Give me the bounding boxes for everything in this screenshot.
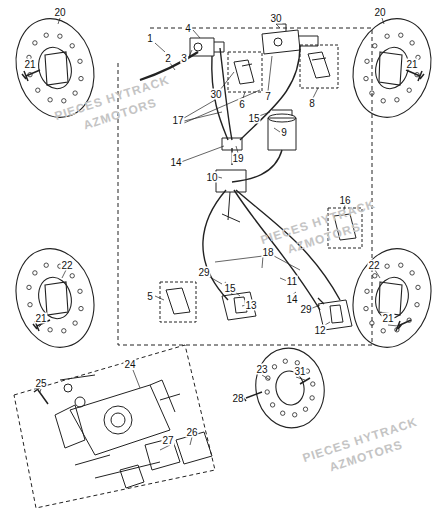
callout-number: 30 <box>209 89 222 100</box>
callout-number: 18 <box>261 247 274 258</box>
disc-hole <box>33 271 37 275</box>
disc-hole <box>311 382 315 386</box>
disc-hole <box>58 34 62 38</box>
disc-hole <box>399 263 403 267</box>
disc-hole <box>27 285 31 289</box>
callout-number: 21 <box>23 59 36 70</box>
disc-hole <box>73 321 77 325</box>
disc-hole <box>416 285 420 289</box>
callout-number: 22 <box>60 260 73 271</box>
disc-hole <box>73 91 77 95</box>
disc-hole <box>281 411 285 415</box>
callout-number: 14 <box>169 157 182 168</box>
callout-number: 19 <box>231 153 244 164</box>
disc-hole <box>410 271 414 275</box>
callout-number: 3 <box>180 53 188 64</box>
callout-number: 11 <box>286 276 298 287</box>
disc-hole <box>79 76 83 80</box>
disc-hole <box>381 329 385 333</box>
disc-hole <box>370 321 374 325</box>
disc-hole <box>295 361 299 365</box>
disc-hole <box>33 41 37 45</box>
callout-number: 21 <box>381 313 394 324</box>
callout-number: 6 <box>238 99 246 110</box>
callout-number: 21 <box>405 59 418 70</box>
callout-number: 12 <box>313 325 326 336</box>
disc-hole <box>62 99 66 103</box>
disc-hole <box>36 88 40 92</box>
disc-hole <box>70 44 74 48</box>
callout-number: 15 <box>247 113 260 124</box>
disc-hole <box>410 41 414 45</box>
disc-hole <box>78 59 82 63</box>
disc-hole <box>373 274 377 278</box>
callout-number: 25 <box>34 378 47 389</box>
callout-number: 31 <box>293 366 306 377</box>
callout-number: 5 <box>146 291 154 302</box>
callout-number: 27 <box>161 435 174 446</box>
disc-hole <box>293 413 297 417</box>
callout-number: 4 <box>184 23 192 34</box>
callout-number: 29 <box>197 267 210 278</box>
callout-number: 1 <box>146 33 154 44</box>
disc-hole <box>407 88 411 92</box>
callout-number: 30 <box>269 13 282 24</box>
callout-number: 29 <box>299 304 312 315</box>
callout-number: 14 <box>285 294 298 305</box>
callout-number: 22 <box>367 260 380 271</box>
disc-hole <box>28 303 32 307</box>
callout-number: 2 <box>164 53 172 64</box>
callout-number: 26 <box>185 427 198 438</box>
disc-hole <box>370 91 374 95</box>
disc-hole <box>381 99 385 103</box>
callout-number: 15 <box>223 283 236 294</box>
disc-hole <box>310 396 314 400</box>
disc-hole <box>44 263 48 267</box>
disc-hole <box>44 33 48 37</box>
callout-number: 10 <box>205 172 218 183</box>
disc-hole <box>283 359 287 363</box>
disc-hole <box>62 329 66 333</box>
disc-hole <box>270 403 274 407</box>
disc-hole <box>364 76 368 80</box>
disc-hole <box>365 59 369 63</box>
callout-number: 24 <box>123 359 136 370</box>
callout-number: 9 <box>280 127 288 138</box>
disc-hole <box>364 306 368 310</box>
disc-hole <box>373 44 377 48</box>
disc-hole <box>79 306 83 310</box>
callout-number: 23 <box>255 364 268 375</box>
disc-hole <box>265 390 269 394</box>
disc-hole <box>272 365 276 369</box>
callout-number: 17 <box>171 115 184 126</box>
disc-hole <box>385 34 389 38</box>
callout-number: 20 <box>53 7 66 18</box>
disc-hole <box>395 98 399 102</box>
disc-hole <box>78 289 82 293</box>
callout-number: 28 <box>231 393 244 404</box>
disc-hole <box>415 303 419 307</box>
callout-number: 20 <box>373 7 386 18</box>
disc-hole <box>385 264 389 268</box>
callout-number: 7 <box>264 91 272 102</box>
callout-number: 13 <box>244 300 257 311</box>
disc-hole <box>70 274 74 278</box>
disc-hole <box>365 289 369 293</box>
disc-hole <box>48 98 52 102</box>
callout-number: 8 <box>308 98 316 109</box>
disc-hole <box>399 33 403 37</box>
disc-hole <box>48 328 52 332</box>
callout-number: 21 <box>34 313 47 324</box>
disc-hole <box>303 407 307 411</box>
